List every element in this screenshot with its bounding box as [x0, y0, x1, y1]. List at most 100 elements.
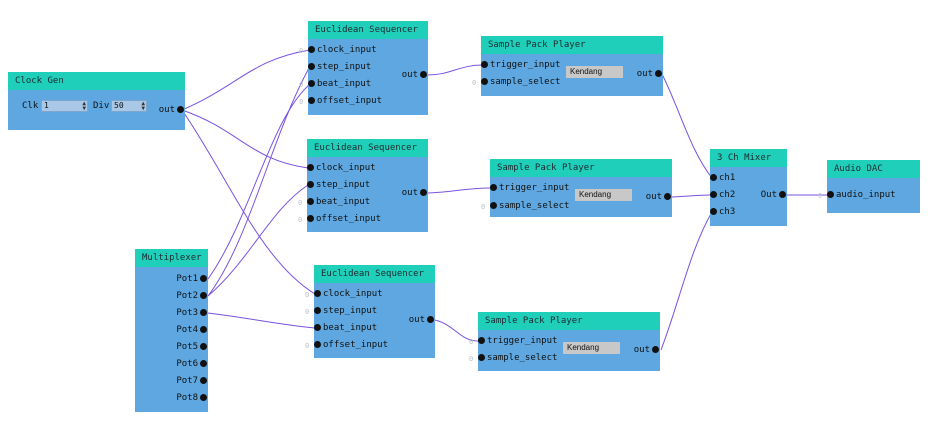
clock-gen-out-port[interactable]: out — [159, 104, 184, 116]
multiplexer-title[interactable]: Multiplexer — [135, 249, 208, 267]
euclid-seq-2-node[interactable]: Euclidean Sequencer clock_input step_inp… — [298, 139, 428, 232]
port-connector-icon[interactable] — [200, 343, 207, 350]
euclid-seq-1-node[interactable]: Euclidean Sequencer 0 clock_input step_i… — [299, 21, 428, 115]
div-input[interactable]: 50 ▲▼ — [111, 100, 147, 112]
port-connector-icon[interactable] — [710, 191, 717, 198]
port-connector-icon[interactable] — [314, 341, 321, 348]
euclid-seq-3-title[interactable]: Euclidean Sequencer — [314, 265, 435, 283]
port-connector-icon[interactable] — [420, 189, 427, 196]
clock-gen-node[interactable]: Clock Gen Clk 1 ▲▼ Div 50 ▲▼ out — [8, 72, 185, 130]
port-connector-icon[interactable] — [307, 164, 314, 171]
euclid-3-offset-input-port[interactable]: 0 offset_input — [305, 339, 388, 351]
sample-pack-player-1-node[interactable]: Sample Pack Player trigger_input 0 sampl… — [472, 36, 663, 96]
sampler-2-sample-select-port[interactable]: 0 sample_select — [481, 200, 569, 212]
audio-dac-node[interactable]: Audio DAC 0 audio_input — [818, 160, 920, 213]
sampler-1-trigger-input-port[interactable]: trigger_input — [481, 59, 560, 71]
port-connector-icon[interactable] — [427, 316, 434, 323]
euclid-1-out-port[interactable]: out — [402, 69, 427, 81]
euclid-1-step-input-port[interactable]: step_input — [308, 61, 371, 73]
multiplexer-pot5-port[interactable]: Pot5 — [176, 341, 207, 353]
sampler-1-sample-select-port[interactable]: 0 sample_select — [472, 76, 560, 88]
port-connector-icon[interactable] — [200, 394, 207, 401]
euclid-2-offset-input-port[interactable]: 0 offset_input — [298, 213, 381, 225]
port-connector-icon[interactable] — [481, 61, 488, 68]
mixer-ch3-port[interactable]: ch3 — [710, 206, 735, 218]
port-connector-icon[interactable] — [200, 275, 207, 282]
euclid-2-step-input-port[interactable]: step_input — [307, 179, 370, 191]
clk-input[interactable]: 1 ▲▼ — [41, 100, 88, 112]
multiplexer-pot7-port[interactable]: Pot7 — [176, 375, 207, 387]
audio-dac-title[interactable]: Audio DAC — [827, 160, 920, 178]
port-connector-icon[interactable] — [420, 71, 427, 78]
port-connector-icon[interactable] — [478, 337, 485, 344]
port-connector-icon[interactable] — [200, 377, 207, 384]
port-connector-icon[interactable] — [200, 292, 207, 299]
clock-gen-title[interactable]: Clock Gen — [8, 72, 185, 90]
euclid-3-clock-input-port[interactable]: 0 clock_input — [305, 288, 383, 300]
multiplexer-pot4-port[interactable]: Pot4 — [176, 324, 207, 336]
port-connector-icon[interactable] — [177, 106, 184, 113]
port-connector-icon[interactable] — [200, 326, 207, 333]
port-connector-icon[interactable] — [307, 215, 314, 222]
sampler-2-out-port[interactable]: out — [646, 191, 671, 203]
port-connector-icon[interactable] — [307, 198, 314, 205]
sampler-3-out-port[interactable]: out — [634, 344, 659, 356]
port-connector-icon[interactable] — [664, 193, 671, 200]
port-connector-icon[interactable] — [200, 309, 207, 316]
sampler-2-trigger-input-port[interactable]: trigger_input — [490, 182, 569, 194]
multiplexer-pot6-port[interactable]: Pot6 — [176, 358, 207, 370]
mixer-out-port[interactable]: Out — [761, 189, 786, 201]
sample-pack-player-2-title[interactable]: Sample Pack Player — [490, 159, 672, 177]
port-connector-icon[interactable] — [652, 346, 659, 353]
euclid-1-clock-input-port[interactable]: 0 clock_input — [299, 44, 377, 56]
port-connector-icon[interactable] — [490, 184, 497, 191]
sampler-3-trigger-input-port[interactable]: 0 trigger_input — [469, 335, 557, 347]
mixer-title[interactable]: 3 Ch Mixer — [710, 149, 787, 167]
euclid-seq-1-title[interactable]: Euclidean Sequencer — [308, 21, 428, 39]
euclid-1-beat-input-port[interactable]: 0 beat_input — [299, 78, 371, 90]
euclid-2-out-port[interactable]: out — [402, 187, 427, 199]
port-connector-icon[interactable] — [314, 324, 321, 331]
port-connector-icon[interactable] — [308, 46, 315, 53]
clk-stepper-icon[interactable]: ▲▼ — [82, 100, 86, 112]
port-connector-icon[interactable] — [308, 80, 315, 87]
sampler-3-pack-select[interactable]: Kendang — [563, 342, 620, 354]
port-connector-icon[interactable] — [655, 70, 662, 77]
multiplexer-pot1-port[interactable]: Pot1 — [176, 273, 207, 285]
port-connector-icon[interactable] — [307, 181, 314, 188]
sample-pack-player-3-node[interactable]: Sample Pack Player 0 trigger_input 0 sam… — [469, 312, 660, 371]
dac-audio-input-port[interactable]: 0 audio_input — [818, 189, 896, 201]
port-connector-icon[interactable] — [710, 208, 717, 215]
port-connector-icon[interactable] — [710, 174, 717, 181]
euclid-seq-3-node[interactable]: Euclidean Sequencer 0 clock_input 0 step… — [305, 265, 435, 358]
mixer-node[interactable]: 3 Ch Mixer ch1 ch2 ch3 Out — [710, 149, 787, 226]
div-stepper-icon[interactable]: ▲▼ — [141, 100, 145, 112]
euclid-3-out-port[interactable]: out — [409, 314, 434, 326]
port-connector-icon[interactable] — [200, 360, 207, 367]
multiplexer-node[interactable]: Multiplexer Pot1 Pot2 Pot3 Pot4 Pot5 Pot… — [135, 249, 208, 412]
port-connector-icon[interactable] — [490, 202, 497, 209]
port-connector-icon[interactable] — [478, 354, 485, 361]
mixer-ch1-port[interactable]: ch1 — [710, 172, 735, 184]
port-connector-icon[interactable] — [481, 78, 488, 85]
euclid-2-beat-input-port[interactable]: 0 beat_input — [298, 196, 370, 208]
mixer-ch2-port[interactable]: ch2 — [710, 189, 735, 201]
sampler-1-out-port[interactable]: out — [637, 68, 662, 80]
port-connector-icon[interactable] — [308, 97, 315, 104]
port-connector-icon[interactable] — [827, 191, 834, 198]
port-connector-icon[interactable] — [308, 63, 315, 70]
sampler-1-pack-select[interactable]: Kendang — [566, 66, 623, 78]
euclid-3-step-input-port[interactable]: 0 step_input — [305, 305, 377, 317]
multiplexer-pot8-port[interactable]: Pot8 — [176, 392, 207, 404]
multiplexer-pot3-port[interactable]: Pot3 — [176, 307, 207, 319]
euclid-1-offset-input-port[interactable]: 0 offset_input — [299, 95, 382, 107]
euclid-seq-2-title[interactable]: Euclidean Sequencer — [307, 139, 428, 157]
sampler-3-sample-select-port[interactable]: 0 sample_select — [469, 352, 557, 364]
sample-pack-player-2-node[interactable]: Sample Pack Player trigger_input 0 sampl… — [481, 159, 672, 217]
port-connector-icon[interactable] — [314, 307, 321, 314]
sampler-2-pack-select[interactable]: Kendang — [575, 189, 632, 201]
sample-pack-player-1-title[interactable]: Sample Pack Player — [481, 36, 663, 54]
euclid-3-beat-input-port[interactable]: beat_input — [314, 322, 377, 334]
euclid-2-clock-input-port[interactable]: clock_input — [307, 162, 376, 174]
multiplexer-pot2-port[interactable]: Pot2 — [176, 290, 207, 302]
